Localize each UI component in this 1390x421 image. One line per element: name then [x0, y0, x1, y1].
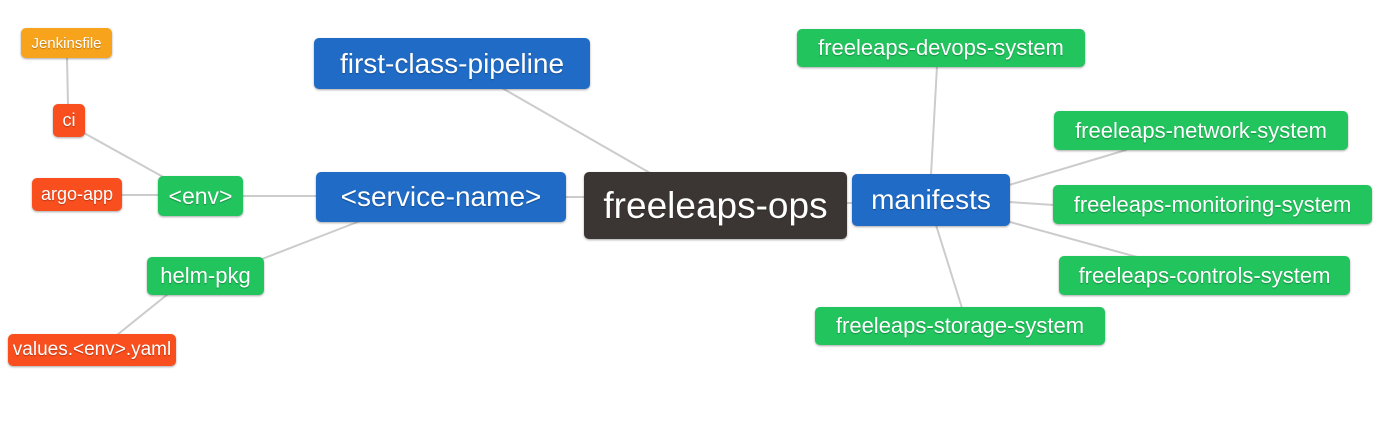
connector-manifests--freeleaps-network-system [1008, 149, 1127, 186]
mindmap-node-jenkinsfile[interactable]: Jenkinsfile [21, 28, 112, 58]
mindmap-node-freeleaps-ops[interactable]: freeleaps-ops [584, 172, 847, 239]
mindmap-node-helm-pkg[interactable]: helm-pkg [147, 257, 264, 295]
mindmap-node-argo-app[interactable]: argo-app [32, 178, 122, 211]
mindmap-node-ci[interactable]: ci [53, 104, 85, 137]
connector-manifests--freeleaps-storage-system [935, 224, 963, 309]
connector-helm-pkg--values-env-yaml [116, 293, 169, 336]
mindmap-node-first-class-pipeline[interactable]: first-class-pipeline [314, 38, 590, 89]
mindmap-node-freeleaps-controls-system[interactable]: freeleaps-controls-system [1059, 256, 1350, 295]
connector-service-name--helm-pkg [261, 220, 361, 260]
mindmap-node-manifests[interactable]: manifests [852, 174, 1010, 226]
connector-manifests--freeleaps-controls-system [1009, 221, 1138, 258]
mindmap-node-freeleaps-devops-system[interactable]: freeleaps-devops-system [797, 29, 1085, 67]
connector-first-class-pipeline--freeleaps-ops [501, 87, 651, 174]
connector-manifests--freeleaps-monitoring-system [1008, 201, 1055, 206]
connector-ci--env [83, 132, 166, 179]
mindmap-node-freeleaps-monitoring-system[interactable]: freeleaps-monitoring-system [1053, 185, 1372, 224]
mindmap-node-freeleaps-network-system[interactable]: freeleaps-network-system [1054, 111, 1348, 150]
mindmap-node-env[interactable]: <env> [158, 176, 243, 216]
connector-jenkinsfile--ci [66, 57, 69, 105]
connector-manifests--freeleaps-devops-system [930, 65, 938, 176]
mindmap-node-service-name[interactable]: <service-name> [316, 172, 566, 222]
mindmap-node-freeleaps-storage-system[interactable]: freeleaps-storage-system [815, 307, 1105, 345]
mindmap-node-values-env-yaml[interactable]: values.<env>.yaml [8, 334, 176, 366]
